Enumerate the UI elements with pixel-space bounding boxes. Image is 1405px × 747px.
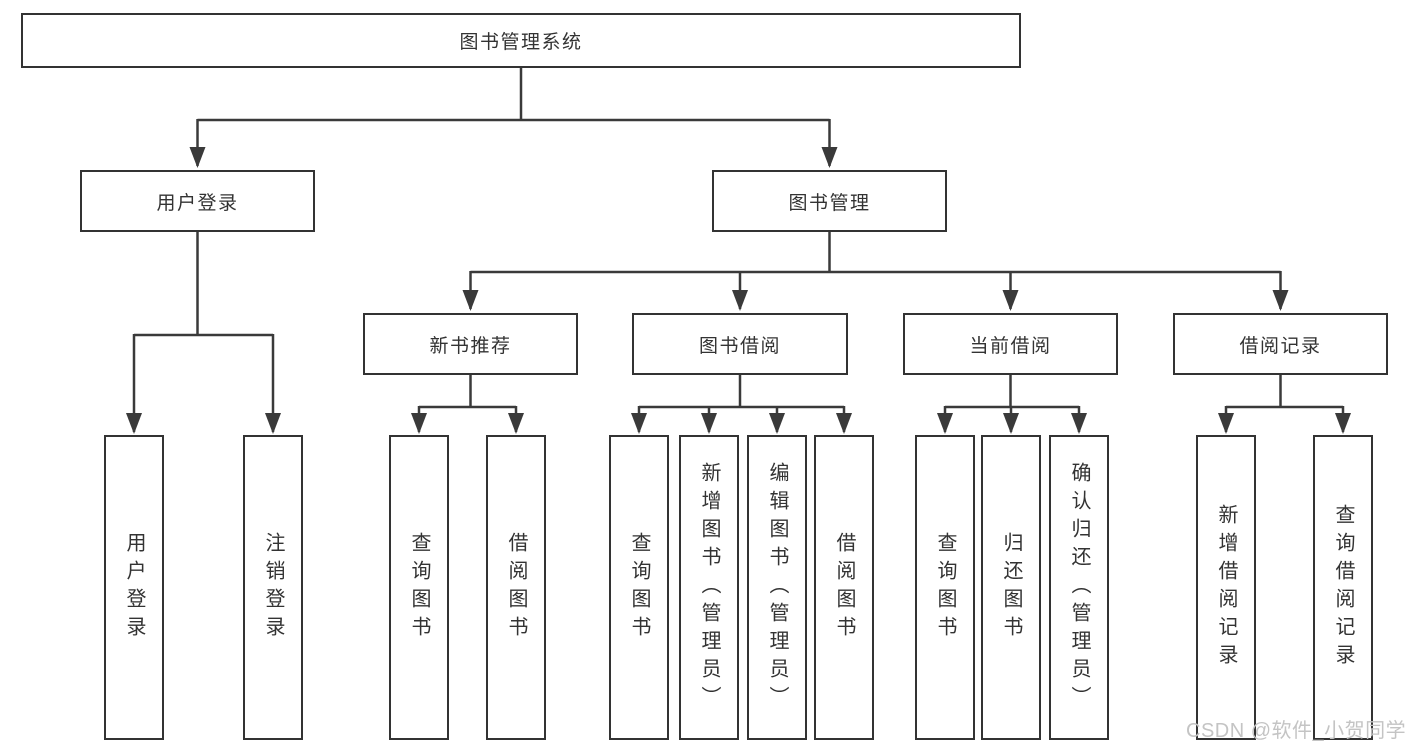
csdn-watermark: CSDN @软件_小贺同学 — [1186, 720, 1405, 742]
leaf-borrow-books-recommend: 借阅图书 — [486, 435, 546, 740]
leaf-edit-books-admin-label: 编辑图书（管理员） — [766, 461, 788, 714]
node-book-borrowing-label: 图书借阅 — [698, 335, 781, 357]
node-book-borrowing: 图书借阅 — [632, 313, 848, 375]
leaf-borrow-books-recommend-label: 借阅图书 — [505, 531, 527, 644]
leaf-logout-label: 注销登录 — [262, 531, 284, 644]
node-root-label: 图书管理系统 — [459, 32, 583, 53]
connector-book-borrow-trunk — [639, 375, 844, 409]
connector-book-management-trunk — [470, 232, 1281, 274]
node-current-borrowing-label: 当前借阅 — [969, 335, 1052, 357]
node-new-book-recommend-label: 新书推荐 — [429, 335, 512, 357]
leaf-return-books-label: 归还图书 — [1000, 531, 1022, 644]
node-root-system: 图书管理系统 — [21, 13, 1021, 68]
leaf-add-books-admin: 新增图书（管理员） — [679, 435, 739, 740]
leaf-borrow-books-label: 借阅图书 — [833, 531, 855, 644]
node-borrowing-records: 借阅记录 — [1173, 313, 1388, 375]
connector-current-borrow-trunk — [945, 375, 1079, 409]
connector-new-book-trunk — [419, 375, 516, 409]
leaf-user-login-label: 用户登录 — [123, 531, 145, 644]
node-book-management-label: 图书管理 — [788, 192, 871, 214]
leaf-confirm-return-admin-label: 确认归还（管理员） — [1068, 461, 1090, 714]
node-user-login: 用户登录 — [80, 170, 315, 232]
connector-root-trunk — [197, 68, 830, 122]
connector-user-login-trunk — [134, 232, 273, 337]
leaf-query-borrow-record: 查询借阅记录 — [1313, 435, 1373, 740]
leaf-query-books-recommend-label: 查询图书 — [408, 531, 430, 644]
leaf-query-books-recommend: 查询图书 — [389, 435, 449, 740]
leaf-add-borrow-record-label: 新增借阅记录 — [1215, 503, 1237, 672]
leaf-logout: 注销登录 — [243, 435, 303, 740]
leaf-query-books-current: 查询图书 — [915, 435, 975, 740]
leaf-add-borrow-record: 新增借阅记录 — [1196, 435, 1256, 740]
leaf-query-borrow-record-label: 查询借阅记录 — [1332, 503, 1354, 672]
leaf-borrow-books: 借阅图书 — [814, 435, 874, 740]
leaf-query-books-current-label: 查询图书 — [934, 531, 956, 644]
node-new-book-recommend: 新书推荐 — [363, 313, 578, 375]
leaf-user-login: 用户登录 — [104, 435, 164, 740]
leaf-query-books-borrowing: 查询图书 — [609, 435, 669, 740]
leaf-return-books: 归还图书 — [981, 435, 1041, 740]
node-current-borrowing: 当前借阅 — [903, 313, 1118, 375]
connector-borrow-records-trunk — [1226, 375, 1343, 409]
leaf-query-books-borrowing-label: 查询图书 — [628, 531, 650, 644]
node-book-management: 图书管理 — [712, 170, 947, 232]
leaf-edit-books-admin: 编辑图书（管理员） — [747, 435, 807, 740]
leaf-add-books-admin-label: 新增图书（管理员） — [698, 461, 720, 714]
node-user-login-label: 用户登录 — [156, 192, 239, 214]
leaf-confirm-return-admin: 确认归还（管理员） — [1049, 435, 1109, 740]
node-borrowing-records-label: 借阅记录 — [1239, 335, 1322, 357]
